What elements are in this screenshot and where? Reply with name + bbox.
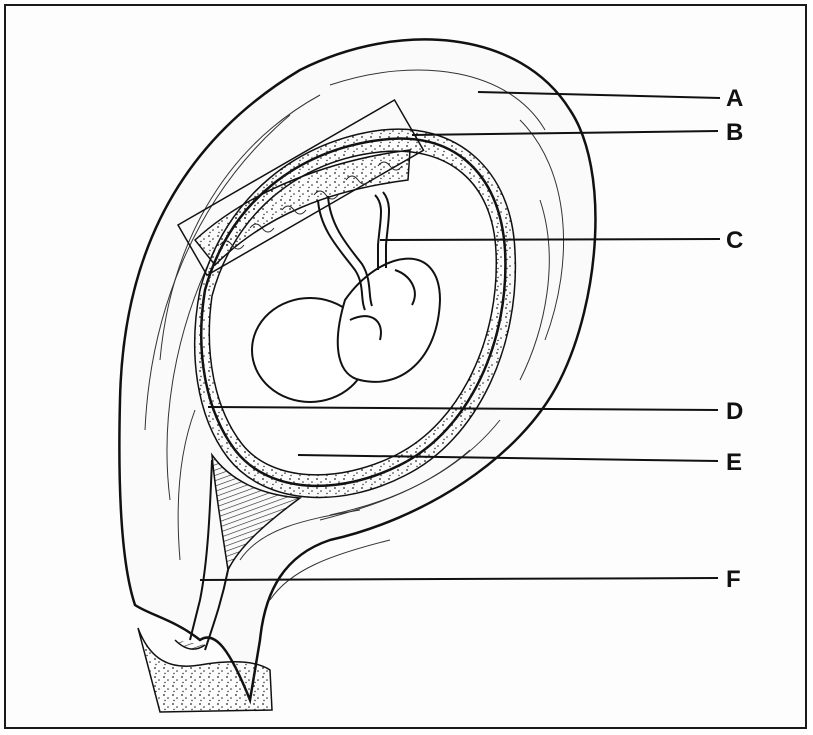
leader-line-c	[380, 239, 720, 240]
fetus	[252, 259, 440, 402]
label-b: B	[726, 119, 743, 146]
label-a: A	[726, 85, 743, 112]
label-d: D	[726, 398, 743, 425]
label-c: C	[726, 227, 743, 254]
label-f: F	[726, 566, 741, 593]
label-e: E	[726, 449, 742, 476]
leader-line-e	[298, 455, 718, 461]
